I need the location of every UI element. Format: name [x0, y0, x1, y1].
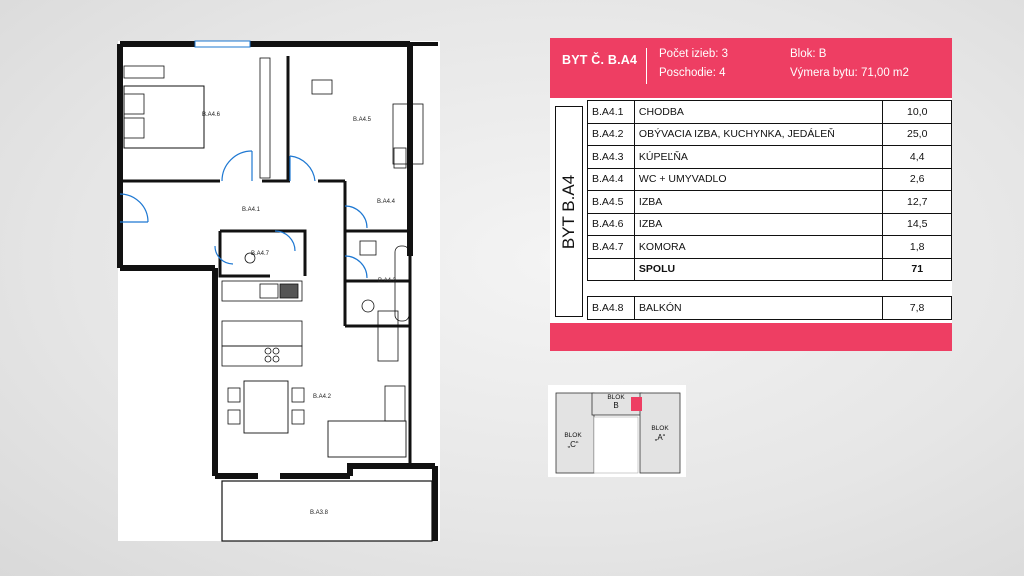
floor-plan: B.A4.6 B.A4.5 B.A4.1 B.A4.4 B.A4.7 B.A4.…	[117, 40, 440, 542]
panel-header: BYT Č. B.A4 Počet izieb: 3 Poschodie: 4 …	[550, 38, 952, 94]
room-code: B.A4.5	[587, 190, 635, 214]
plan-label-room-1: B.A4.1	[242, 207, 261, 213]
room-area: 25,0	[882, 122, 952, 146]
room-area: 14,5	[882, 212, 952, 236]
floor-number: Poschodie: 4	[659, 67, 726, 79]
balcony-area: 7,8	[882, 296, 952, 320]
room-code: B.A4.7	[587, 235, 635, 259]
room-code: B.A4.2	[587, 122, 635, 146]
blok-b-label-2: B	[613, 401, 618, 410]
balcony-row: B.A4.8 BALKÓN 7,8	[587, 296, 952, 320]
room-name: OBÝVACIA IZBA, KUCHYNKA, JEDÁLEŇ	[633, 122, 884, 146]
room-name: IZBA	[633, 212, 884, 236]
balcony-name: BALKÓN	[633, 296, 884, 320]
header-divider	[646, 48, 647, 84]
room-code: B.A4.3	[587, 145, 635, 169]
site-minimap: BLOK B BLOK „A“ BLOK „C“	[548, 385, 686, 477]
room-code: B.A4.1	[587, 100, 635, 124]
highlighted-unit-marker	[631, 397, 642, 411]
room-area: 4,4	[882, 145, 952, 169]
side-label-text: BYT B.A4	[559, 174, 578, 249]
room-code: B.A4.4	[587, 167, 635, 191]
plan-label-room-2: B.A4.2	[313, 394, 332, 400]
total-area: 71	[882, 257, 952, 281]
blok-c-label-1: BLOK	[564, 432, 582, 439]
room-code: B.A4.6	[587, 212, 635, 236]
room-area: 12,7	[882, 190, 952, 214]
plan-label-room-5: B.A4.5	[353, 117, 372, 123]
plan-label-room-6: B.A4.6	[202, 112, 221, 118]
block-name: Blok: B	[790, 48, 827, 60]
room-name: IZBA	[633, 190, 884, 214]
room-name: KOMORA	[633, 235, 884, 259]
blok-a-label-2: „A“	[655, 433, 666, 442]
balcony-code: B.A4.8	[587, 296, 635, 320]
plan-label-room-7: B.A4.7	[251, 251, 270, 257]
plan-label-room-3: B.A4.3	[378, 278, 397, 284]
rooms-count: Počet izieb: 3	[659, 48, 729, 60]
block-c-shape	[555, 392, 595, 474]
blok-b-label-1: BLOK	[607, 394, 625, 401]
total-code-empty	[587, 257, 635, 281]
apartment-area: Výmera bytu: 71,00 m2	[790, 67, 909, 79]
room-area: 10,0	[882, 100, 952, 124]
balcony-table: B.A4.8 BALKÓN 7,8	[587, 296, 952, 320]
blok-c-label-2: „C“	[567, 440, 578, 449]
plan-label-room-4: B.A4.4	[377, 199, 396, 205]
plan-label-balcony: B.A3.8	[310, 510, 329, 516]
room-name: KÚPEĽŇA	[633, 145, 884, 169]
room-area: 2,6	[882, 167, 952, 191]
apartment-title: BYT Č. B.A4	[562, 53, 638, 67]
room-name: CHODBA	[633, 100, 884, 124]
total-label: SPOLU	[633, 257, 884, 281]
block-a-shape	[639, 392, 681, 474]
room-name: WC + UMYVADLO	[633, 167, 884, 191]
room-area: 1,8	[882, 235, 952, 259]
apartment-side-label: BYT B.A4	[555, 106, 583, 317]
apartment-info-panel: BYT Č. B.A4 Počet izieb: 3 Poschodie: 4 …	[550, 38, 952, 351]
blok-a-label-1: BLOK	[651, 425, 669, 432]
